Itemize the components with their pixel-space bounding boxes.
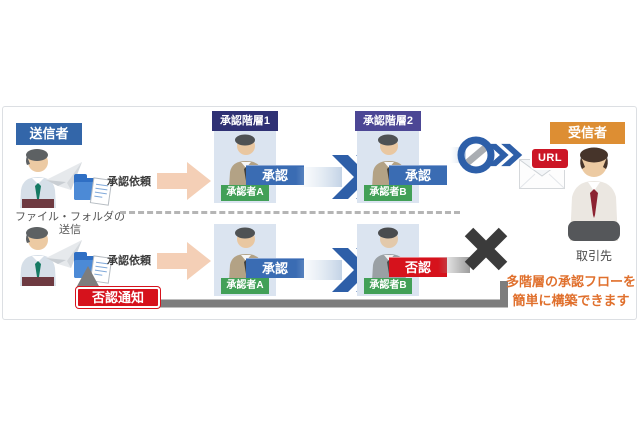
tier2-approve-badge-top: 承認: [389, 165, 447, 185]
deny-trail: [438, 257, 470, 273]
tier1-approver-badge-top: 承認者A: [221, 185, 269, 201]
request-arrow-top-icon: [157, 162, 211, 200]
sender-person-icon-bottom: [20, 227, 56, 286]
tier1-approve-badge-top: 承認: [246, 165, 304, 185]
feature-note: 多階層の承認フローを 簡単に構築できます: [505, 274, 636, 308]
request-label-top: 承認依頼: [107, 176, 151, 188]
send-files-icon: [46, 162, 113, 206]
sender-caption: ファイル・フォルダの 送信: [15, 211, 125, 236]
receiver-caption: 取引先: [575, 249, 612, 263]
deny-notice-badge: 否認通知: [76, 287, 160, 308]
sender-header: 送信者: [16, 123, 82, 145]
url-tag: URL: [532, 149, 568, 168]
row-separator: [120, 211, 460, 214]
receiver-person-icon: [568, 147, 620, 241]
tier1-approver-badge-bottom: 承認者A: [221, 278, 269, 294]
tier2-approver-badge-top: 承認者B: [364, 185, 412, 201]
request-label-bottom: 承認依頼: [107, 255, 151, 267]
tier1-header: 承認階層1: [212, 111, 278, 131]
tier2-deny-badge: 否認: [389, 257, 447, 277]
tier2-header: 承認階層2: [355, 111, 421, 131]
secure-link-icon: [450, 136, 523, 174]
tier2-approver-badge-bottom: 承認者B: [364, 278, 412, 294]
receiver-header: 受信者: [550, 122, 625, 144]
reject-x-icon: [464, 227, 508, 271]
sender-person-icon: [20, 149, 56, 208]
request-arrow-bottom-icon: [157, 242, 211, 280]
tier1-approve-badge-bottom: 承認: [246, 258, 304, 278]
